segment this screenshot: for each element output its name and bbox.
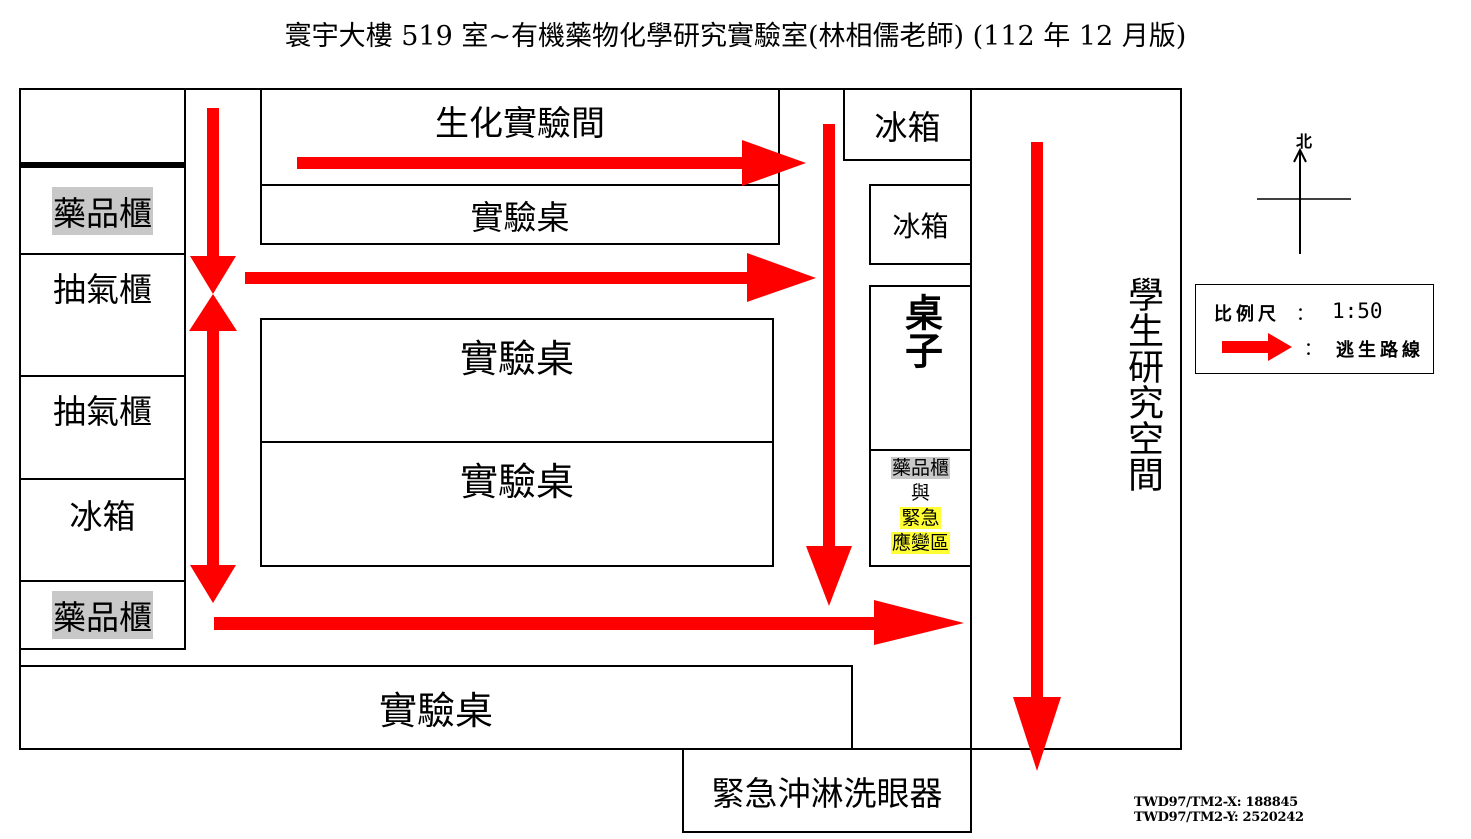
cabinet-emergency-line1: 藥品櫃 xyxy=(890,457,950,479)
coordinate-x: TWD97/TM2-X: 188845 xyxy=(1134,795,1298,810)
chemical-cabinet-2-label: 藥品櫃 xyxy=(52,591,153,639)
cabinet-emergency-line3: 緊急 xyxy=(900,507,941,529)
chemical-cabinet-1: 藥品櫃 xyxy=(19,166,186,255)
chemical-cabinet-1-label: 藥品櫃 xyxy=(52,186,153,235)
cabinet-emergency-line2: 與 xyxy=(910,482,930,504)
fridge-top-right-label: 冰箱 xyxy=(874,107,941,147)
lab-bench-middle-2: 實驗桌 xyxy=(260,441,774,567)
fridge-top-right: 冰箱 xyxy=(843,88,972,161)
legend-scale-label: 比例尺 xyxy=(1214,304,1280,325)
compass: 北 xyxy=(1254,128,1354,258)
chemical-cabinet-2: 藥品櫃 xyxy=(19,580,186,650)
emergency-eyewash-station: 緊急沖淋洗眼器 xyxy=(682,748,972,833)
fume-hood-2: 抽氣櫃 xyxy=(19,375,186,480)
legend-route-label: 逃生路線 xyxy=(1336,340,1424,361)
compass-north-label: 北 xyxy=(1295,132,1312,151)
legend-scale-value: 1:50 xyxy=(1332,299,1383,323)
student-room-divider xyxy=(970,88,972,750)
escape-arrow-middle-right xyxy=(245,253,816,302)
escape-arrow-left-updown xyxy=(189,294,237,603)
biochem-room: 生化實驗間 xyxy=(260,88,780,186)
lab-bench-middle-1: 實驗桌 xyxy=(260,318,774,443)
student-room-label: 學生研究空間 xyxy=(1122,276,1163,492)
lab-bench-middle-1-label: 實驗桌 xyxy=(459,337,574,381)
biochem-room-label: 生化實驗間 xyxy=(435,104,605,144)
legend-box: 比例尺 ： 1:50 ： 逃生路線 xyxy=(1195,284,1434,374)
legend-route-separator: ： xyxy=(1304,339,1322,360)
escape-arrow-bottom-right xyxy=(214,600,964,645)
lab-bench-middle-2-label: 實驗桌 xyxy=(459,460,574,504)
lab-bench-bottom-label: 實驗桌 xyxy=(378,689,493,733)
escape-arrow-inner-down xyxy=(806,124,852,606)
chemical-cabinet-emergency-area: 藥品櫃 與 緊急 應變區 xyxy=(869,449,972,567)
fume-hood-2-label: 抽氣櫃 xyxy=(53,392,152,431)
emergency-eyewash-label: 緊急沖淋洗眼器 xyxy=(711,773,943,813)
legend-scale-separator: ： xyxy=(1296,304,1314,325)
fume-hood-1-label: 抽氣櫃 xyxy=(53,270,152,309)
page-title: 寰宇大樓 519 室~有機藥物化學研究實驗室(林相儒老師) (112 年 12 … xyxy=(284,21,1187,52)
legend-route-arrow-icon xyxy=(1222,333,1292,361)
lab-bench-bottom: 實驗桌 xyxy=(19,665,853,750)
coordinate-y: TWD97/TM2-Y: 2520242 xyxy=(1134,810,1304,825)
fridge-left: 冰箱 xyxy=(19,478,186,582)
escape-arrow-student-down xyxy=(1013,142,1061,771)
escape-arrow-left-down xyxy=(190,108,236,294)
escape-arrow-top-right xyxy=(297,140,806,186)
fridge-left-label: 冰箱 xyxy=(69,497,136,536)
top-left-blank-room xyxy=(19,88,186,166)
compass-arrow-icon xyxy=(1257,147,1351,254)
lab-bench-top-label: 實驗桌 xyxy=(470,197,570,237)
coordinates-block: TWD97/TM2-X: 188845 TWD97/TM2-Y: 2520242 xyxy=(1134,795,1304,825)
cabinet-emergency-line4: 應變區 xyxy=(890,532,950,554)
table-area-label: 桌子 xyxy=(898,293,943,369)
fume-hood-1: 抽氣櫃 xyxy=(19,253,186,377)
fridge-right: 冰箱 xyxy=(869,184,972,265)
lab-bench-top: 實驗桌 xyxy=(260,184,780,245)
fridge-right-label: 冰箱 xyxy=(892,209,949,243)
